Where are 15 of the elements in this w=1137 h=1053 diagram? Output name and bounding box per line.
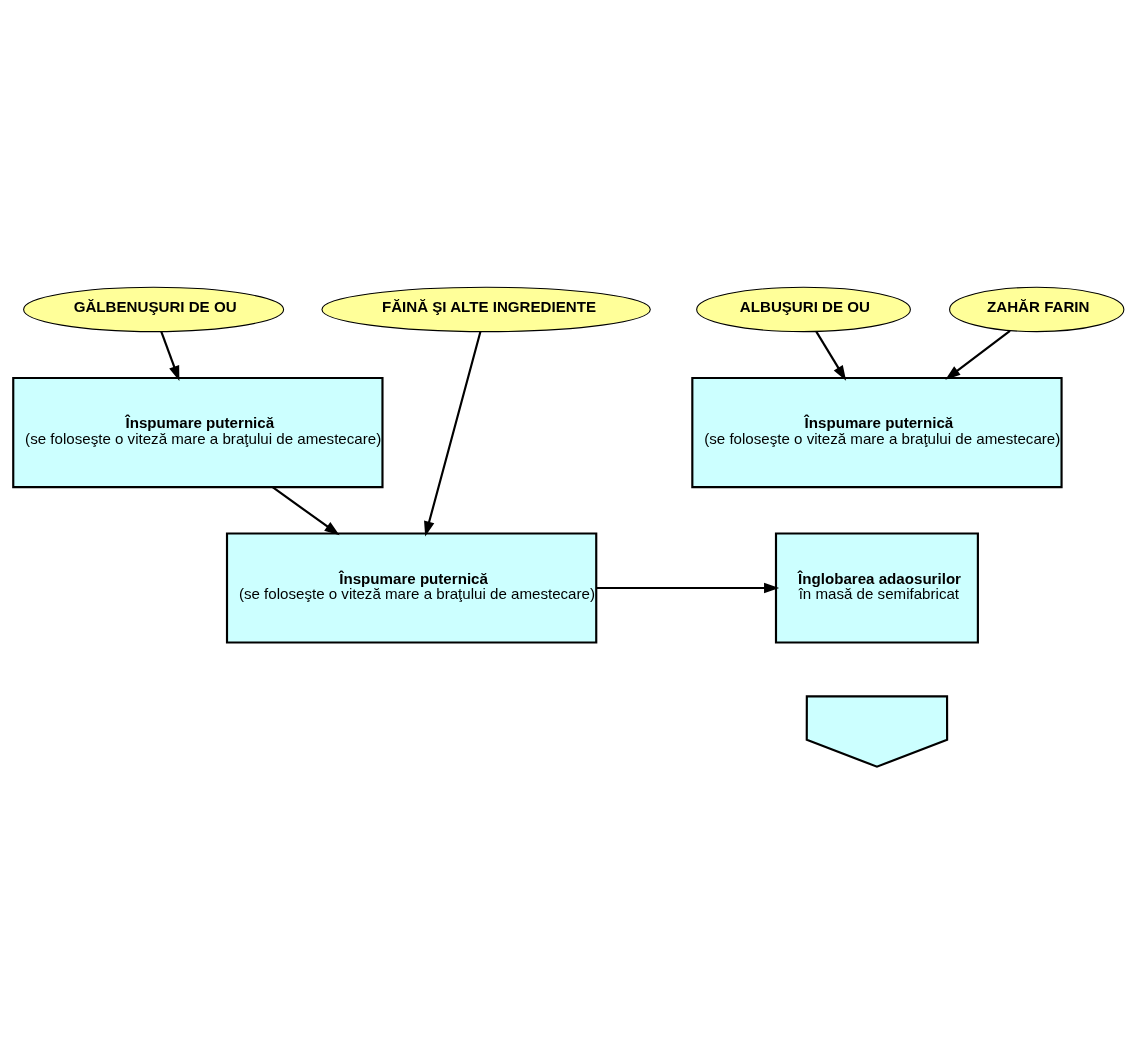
node-arrow bbox=[805, 694, 949, 768]
node-box: Înglobarea adaosurilor în masă de semifabricat bbox=[774, 531, 979, 644]
node-box: Înspumare puternică (se foloseşte o viteză mare a braţului de amestecare) bbox=[225, 531, 598, 644]
arrow bbox=[160, 330, 180, 381]
arrow bbox=[272, 485, 340, 535]
node-ellipse: FĂINĂ ŞI ALTE INGREDIENTE bbox=[321, 286, 651, 332]
node-ellipse: GĂLBENUŞURI DE OU bbox=[23, 286, 285, 332]
arrow bbox=[945, 329, 1011, 380]
node-ellipse: ALBUŞURI DE OU bbox=[696, 286, 911, 332]
arrow bbox=[815, 330, 847, 381]
arrow bbox=[596, 582, 780, 593]
node-box: Înspumare puternică (se foloseşte o viteză mare a braţului de amestecare) bbox=[12, 376, 384, 488]
node-ellipse: ZAHĂR FARIN bbox=[949, 286, 1125, 332]
arrow bbox=[424, 331, 482, 536]
node-box: Înspumare puternică (se foloseşte o viteză mare a braţului de amestecare) bbox=[691, 376, 1063, 488]
